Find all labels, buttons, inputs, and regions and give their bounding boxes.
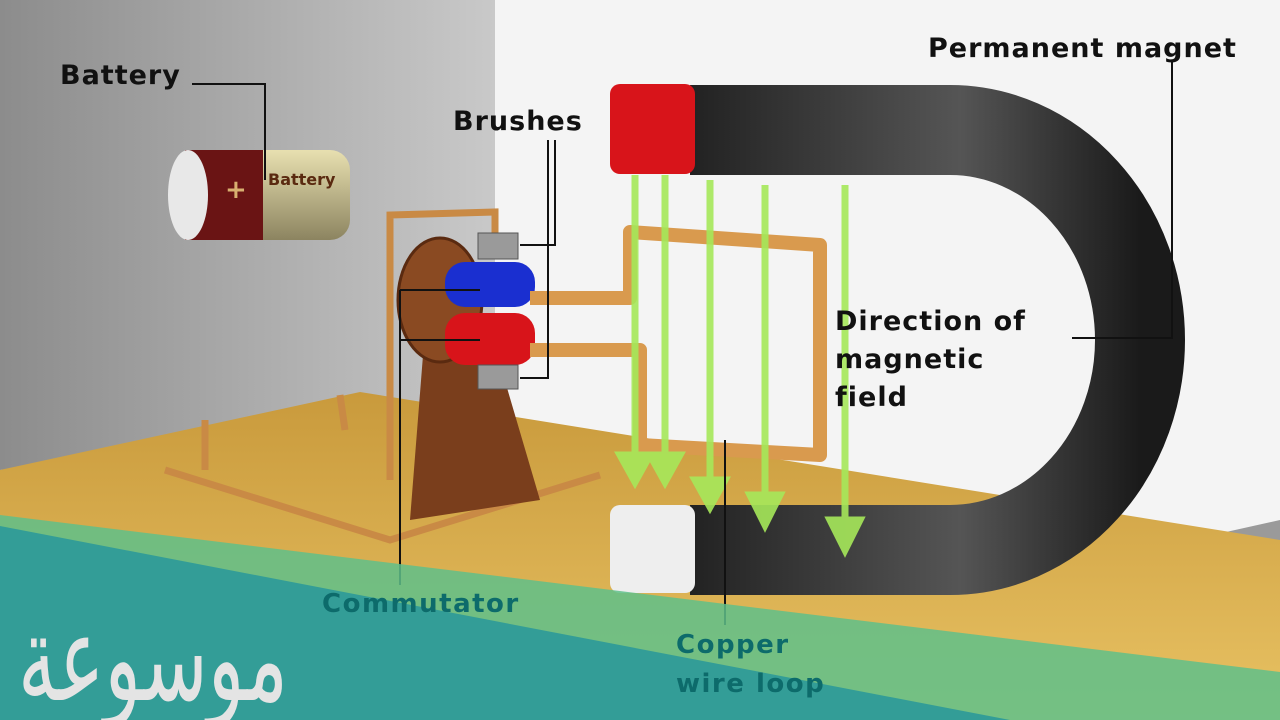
magnet-north-pole <box>610 84 695 174</box>
label-direction-line1: Direction of <box>835 306 1026 337</box>
battery-cell: + Battery <box>168 150 350 240</box>
field-arrow-icon <box>744 491 786 533</box>
magnetic-field-arrows <box>614 175 866 558</box>
label-permanent-magnet: Permanent magnet <box>928 33 1237 64</box>
field-arrow-icon <box>824 516 866 558</box>
field-arrow-icon <box>689 476 731 515</box>
label-direction-line2: magnetic <box>835 344 984 375</box>
commutator-red <box>445 313 535 365</box>
magnet-south-pole <box>610 505 695 593</box>
commutator-blue <box>445 262 535 307</box>
label-copper-line2: wire loop <box>676 669 825 699</box>
copper-wire-loop <box>530 225 827 462</box>
watermark-logo: موسوعة <box>18 590 288 720</box>
field-arrow-icon <box>644 451 686 490</box>
label-brushes: Brushes <box>453 106 583 137</box>
brush-bottom <box>477 364 519 390</box>
stand <box>410 330 540 520</box>
field-arrow-icon <box>614 451 656 490</box>
label-copper-line1: Copper <box>676 630 790 660</box>
brush-top <box>477 232 519 260</box>
label-commutator: Commutator <box>322 589 520 619</box>
label-battery: Battery <box>60 60 181 91</box>
leader-lines <box>192 60 1173 625</box>
battery-body-label: Battery <box>268 170 336 189</box>
permanent-magnet <box>690 85 1185 595</box>
watermark-teal-band <box>0 526 1010 720</box>
label-direction-line3: field <box>835 382 908 413</box>
battery-plus-sign: + <box>225 175 247 205</box>
